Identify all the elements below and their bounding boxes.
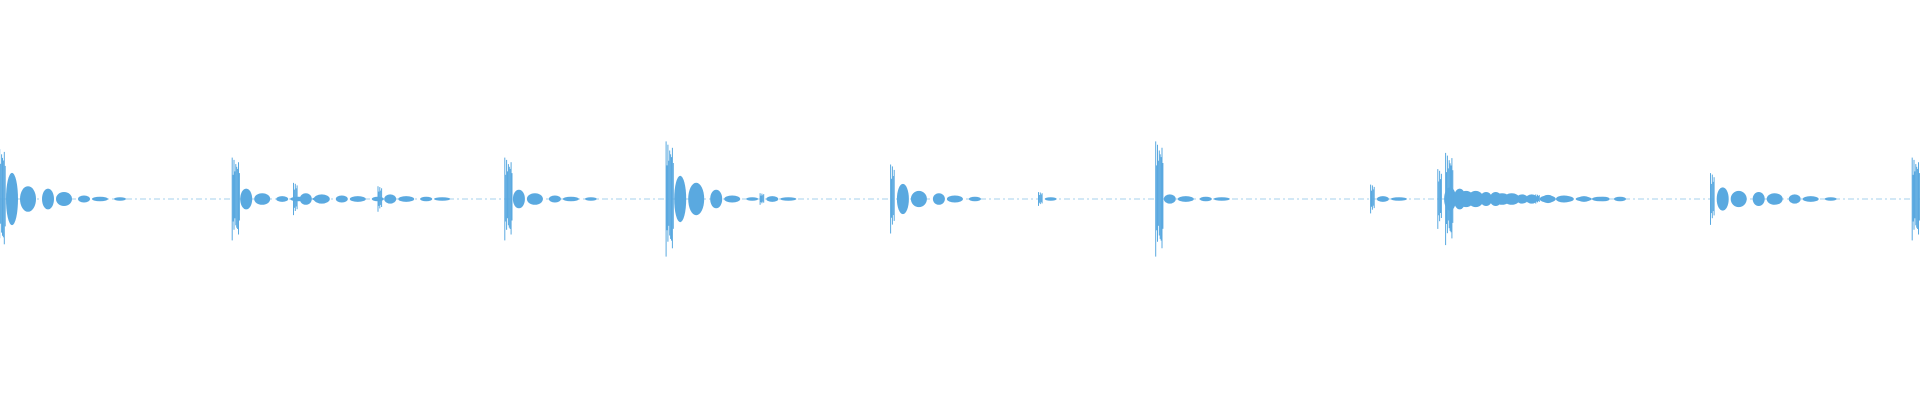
waveform-burst <box>1199 196 1212 202</box>
waveform-burst <box>20 186 36 212</box>
waveform-burst <box>56 192 72 206</box>
waveform-burst <box>92 196 108 202</box>
waveform-burst <box>584 197 597 201</box>
waveform-burst <box>1516 194 1529 204</box>
waveform-burst <box>932 193 945 205</box>
waveform-burst <box>78 195 90 203</box>
waveform-events <box>0 141 1920 257</box>
waveform-burst <box>42 188 54 210</box>
waveform-burst <box>1213 197 1230 201</box>
waveform-burst <box>276 196 289 202</box>
waveform-burst <box>114 197 126 201</box>
waveform-burst <box>1730 190 1747 208</box>
waveform-burst <box>1480 192 1493 206</box>
waveform-burst <box>688 182 705 216</box>
waveform-burst <box>1802 196 1819 202</box>
waveform-burst <box>398 196 415 202</box>
waveform-burst <box>896 183 909 215</box>
waveform-burst <box>1578 196 1590 202</box>
waveform-burst <box>1556 195 1572 203</box>
waveform-burst <box>724 195 741 203</box>
waveform-burst <box>1467 190 1484 208</box>
waveform-burst <box>335 195 348 203</box>
waveform-burst <box>512 189 525 209</box>
waveform-burst <box>1542 194 1554 204</box>
waveform-burst <box>6 172 18 226</box>
waveform-burst <box>548 195 561 203</box>
waveform-burst <box>1177 196 1194 202</box>
waveform-burst <box>1489 192 1502 206</box>
waveform-burst <box>946 195 963 203</box>
waveform-burst <box>780 197 797 201</box>
waveform-burst <box>384 194 397 204</box>
waveform-burst <box>1788 194 1801 204</box>
waveform-burst <box>1044 197 1057 201</box>
waveform-burst <box>1716 187 1729 211</box>
waveform-burst <box>1390 197 1407 201</box>
waveform-burst <box>254 193 271 205</box>
waveform-burst <box>1503 193 1520 205</box>
waveform-burst <box>1592 196 1608 202</box>
waveform-burst <box>1824 197 1837 201</box>
waveform-burst <box>349 196 366 202</box>
waveform-burst <box>746 197 759 201</box>
waveform-burst <box>1163 194 1176 204</box>
waveform-burst <box>313 194 330 204</box>
waveform-burst <box>1453 188 1466 210</box>
waveform-burst <box>766 196 779 202</box>
waveform-burst <box>420 196 433 202</box>
waveform-burst <box>1766 193 1783 205</box>
waveform-burst <box>710 189 723 209</box>
waveform-burst <box>562 196 579 202</box>
waveform-burst <box>526 193 543 205</box>
waveform-burst <box>1752 192 1765 206</box>
waveform-burst <box>1614 196 1626 202</box>
waveform-burst <box>674 175 687 223</box>
waveform-burst <box>1376 196 1389 202</box>
waveform-burst <box>240 188 253 210</box>
waveform-burst <box>910 190 927 208</box>
waveform-burst <box>1525 194 1538 204</box>
waveform-burst <box>968 196 981 202</box>
waveform-burst <box>434 197 451 201</box>
waveform-burst <box>299 193 312 205</box>
